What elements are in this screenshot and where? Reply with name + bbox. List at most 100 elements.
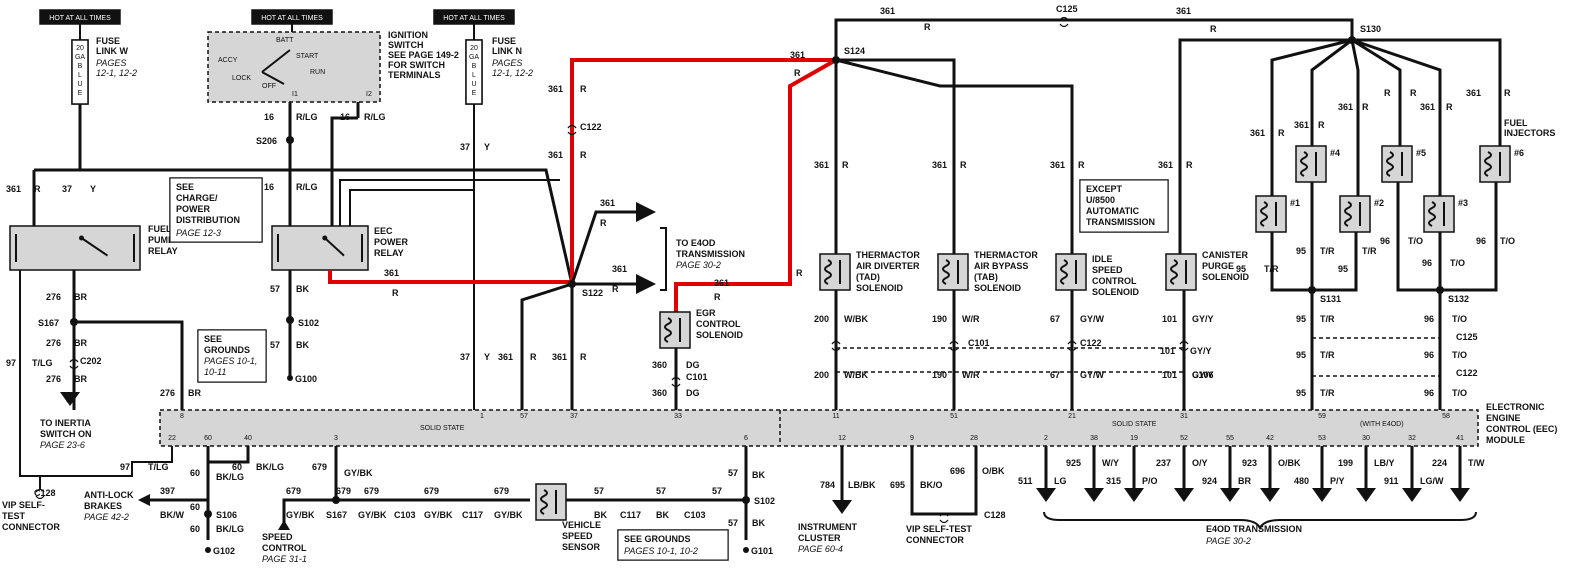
wire-60-40 xyxy=(206,446,250,540)
eec-relay-37 xyxy=(349,189,474,226)
wire-color: R xyxy=(34,184,41,194)
solenoid-coil xyxy=(1428,201,1436,227)
eec-power-relay-label: EEC xyxy=(374,226,393,236)
wire-num: 361 xyxy=(552,352,567,362)
wire-num: 696 xyxy=(950,466,965,476)
connector-label: C117 xyxy=(462,510,483,520)
eec-pin-bottom: 38 xyxy=(1090,435,1098,442)
wire-color: R/LG xyxy=(364,112,386,122)
wire-num: 361 xyxy=(814,160,829,170)
wire-num: 679 xyxy=(286,486,301,496)
see-grounds-2-label: SEE GROUNDS xyxy=(624,534,691,544)
wire-97-bottom xyxy=(39,446,173,490)
solenoid-coil xyxy=(664,317,672,343)
wire-276-eec xyxy=(74,320,184,410)
wire-num: 16 xyxy=(264,112,274,122)
wire-color: GY/Y xyxy=(1192,370,1214,380)
see-grounds-page: PAGES 10-1, xyxy=(204,356,257,366)
wire-97 xyxy=(19,270,40,477)
eec-pin-top: 8 xyxy=(180,413,184,420)
see-charge-label: POWER xyxy=(176,204,211,214)
eec-relay-361 xyxy=(339,179,560,226)
wire-color: W/BK xyxy=(844,370,868,380)
red-wire-up xyxy=(570,58,836,284)
wire-color: GY/Y xyxy=(1192,314,1214,324)
splice-label: S124 xyxy=(844,46,865,56)
wire-num: 480 xyxy=(1294,476,1309,486)
vip-right-label: VIP SELF-TEST xyxy=(906,524,972,534)
wire-color: P/O xyxy=(1142,476,1158,486)
see-grounds-label: SEE xyxy=(204,334,222,344)
splice-S167 xyxy=(332,496,340,504)
wire-num: 96 xyxy=(1476,236,1486,246)
solenoid-coil xyxy=(540,489,548,515)
connector-label: C103 xyxy=(394,510,416,520)
wire-color: BK/LG xyxy=(256,462,284,472)
arrow-e4od xyxy=(1220,488,1240,502)
instrument-label: CLUSTER xyxy=(798,533,841,543)
eec-pin-bottom: 41 xyxy=(1456,435,1464,442)
wire-num: 361 xyxy=(1050,160,1065,170)
fuse-text: 20 xyxy=(470,45,478,52)
arrow-e4od xyxy=(1450,488,1470,502)
ignition-switch-label: SWITCH xyxy=(388,40,424,50)
wire-num: 16 xyxy=(264,182,274,192)
anti-lock-label: ANTI-LOCK xyxy=(84,490,134,500)
wire-color: Y xyxy=(90,184,96,194)
eec-pin-bottom: 28 xyxy=(970,435,978,442)
ign-batt: BATT xyxy=(276,37,294,44)
connector-C128 xyxy=(939,512,949,524)
ground-label: G102 xyxy=(213,546,235,556)
wire-num: 679 xyxy=(312,462,327,472)
connector-label: C101 xyxy=(968,338,990,348)
vip-left-label: TEST xyxy=(2,511,26,521)
tab-solenoid xyxy=(937,253,969,291)
wire-num: 361 xyxy=(612,264,627,274)
hot-label-text: HOT AT ALL TIMES xyxy=(443,15,505,22)
solenoid-coil xyxy=(824,259,832,285)
except-label: TRANSMISSION xyxy=(1086,217,1155,227)
eec-relay-feed xyxy=(288,170,334,226)
vip-left-label: CONNECTOR xyxy=(2,522,60,532)
wire-color: R xyxy=(1410,88,1417,98)
see-charge-bg xyxy=(169,177,263,243)
egr-label: SOLENOID xyxy=(696,330,744,340)
splice-label: S122 xyxy=(582,288,603,298)
relay-pivot xyxy=(322,235,328,241)
red-wire-relay xyxy=(328,270,572,284)
vss-label: SENSOR xyxy=(562,542,601,552)
fuel-injectors-label: FUEL xyxy=(1504,118,1528,128)
wire-num: 60 xyxy=(232,462,242,472)
fuse-text: L xyxy=(472,72,476,79)
egr-label: CONTROL xyxy=(696,319,741,329)
ground-symbol xyxy=(205,547,211,553)
wire-num: 97 xyxy=(6,358,16,368)
hot-label-text: HOT AT ALL TIMES xyxy=(261,15,323,22)
wire-color: BK xyxy=(296,340,309,350)
see-charge-label: CHARGE/ xyxy=(176,193,218,203)
relay-contact xyxy=(80,237,109,257)
connector-label: C103 xyxy=(684,510,706,520)
connector-label: C122 xyxy=(1080,338,1102,348)
wire-num: 276 xyxy=(160,388,175,398)
wire-361-main xyxy=(34,168,574,285)
eec-pin-bottom: 52 xyxy=(1180,435,1188,442)
connector-dash-line xyxy=(1312,337,1440,377)
ground-label: G101 xyxy=(751,546,773,556)
wire-num: 361 xyxy=(600,198,615,208)
wire-num: 95 xyxy=(1296,350,1306,360)
fuse-text: E xyxy=(472,90,477,97)
wire-color: R xyxy=(714,292,721,302)
wire-color: O/BK xyxy=(982,466,1005,476)
connector-C101 xyxy=(671,376,681,388)
wire-num: 361 xyxy=(548,84,563,94)
to-inertia-label: SWITCH ON xyxy=(40,429,92,439)
connector-label: C202 xyxy=(80,356,102,366)
wire-num: 57 xyxy=(594,486,604,496)
connector-dash-line xyxy=(836,347,1184,373)
injector-label: #2 xyxy=(1374,198,1384,208)
wire-color: BK/O xyxy=(920,480,943,490)
eec-pin-bottom: 53 xyxy=(1318,435,1326,442)
eec-pin-bottom: 30 xyxy=(1362,435,1370,442)
wire-color: BR xyxy=(74,338,87,348)
